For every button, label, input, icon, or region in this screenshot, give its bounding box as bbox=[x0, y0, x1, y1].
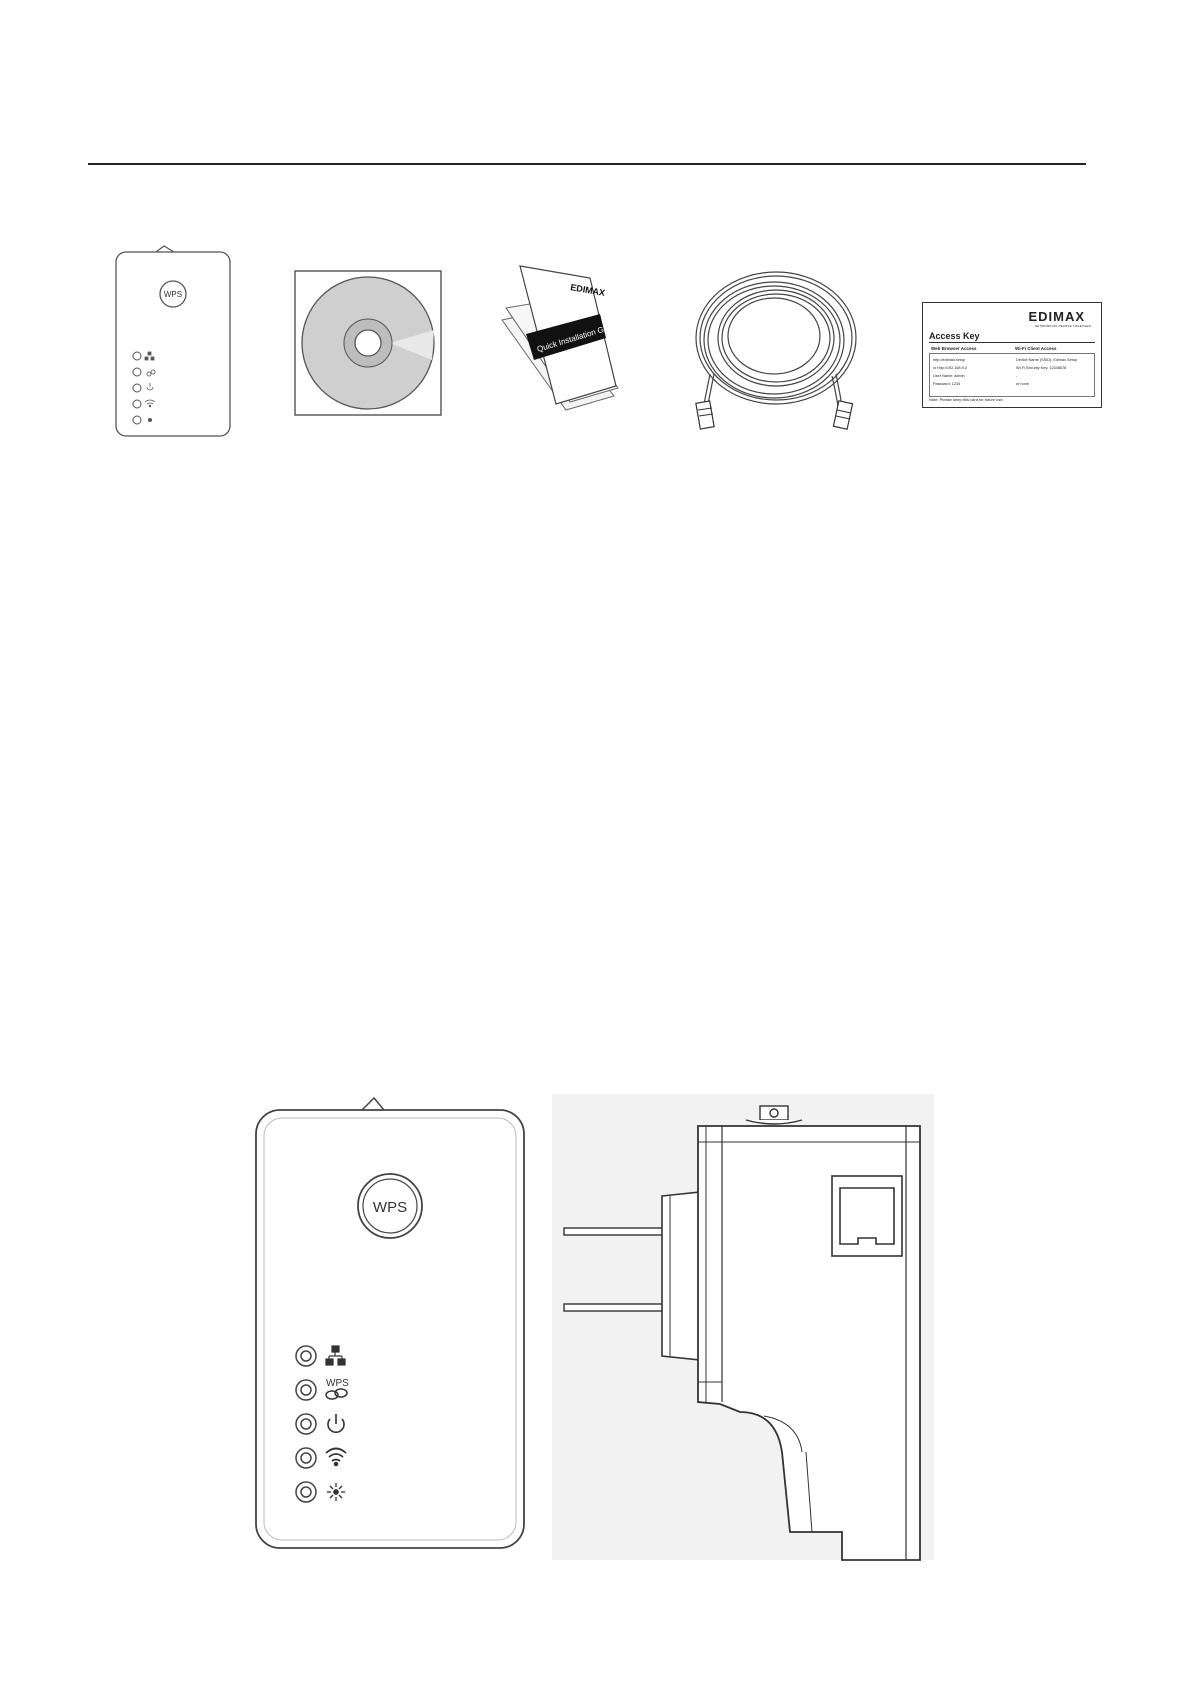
access-key-card: EDIMAX NETWORKING PEOPLE TOGETHER Access… bbox=[922, 302, 1102, 408]
wps-button-icon bbox=[159, 280, 187, 308]
extender-side-view bbox=[552, 1094, 934, 1561]
quick-guide-illustration: EDIMAX Quick Installation Guide bbox=[501, 265, 620, 411]
extender-front-thumbnail: WPS bbox=[115, 245, 231, 437]
card-title: Access Key bbox=[929, 331, 980, 341]
wps-button: WPS bbox=[357, 1173, 423, 1239]
wifi-icon bbox=[325, 1447, 347, 1467]
card-col-left-header: Web Browser Access bbox=[931, 346, 977, 351]
led-wifi bbox=[295, 1447, 317, 1469]
wps-button-label: WPS bbox=[373, 1199, 407, 1216]
ethernet-port-icon bbox=[831, 1175, 903, 1257]
card-tagline: NETWORKING PEOPLE TOGETHER bbox=[1034, 324, 1091, 328]
cd-illustration bbox=[294, 270, 442, 416]
signal-strength-icon bbox=[327, 1483, 345, 1501]
led-wps bbox=[295, 1379, 317, 1401]
svg-text:WPS: WPS bbox=[164, 290, 182, 299]
ethernet-cable-illustration bbox=[695, 271, 857, 430]
card-info-box: http://edimax.setup or http://192.168.9.… bbox=[929, 353, 1095, 397]
card-brand-logo: EDIMAX bbox=[1028, 309, 1085, 324]
card-right-rows: Device Name (SSID): Edimax.Setup Wi-Fi S… bbox=[1016, 356, 1077, 388]
card-col-right-header: Wi-Fi Client Access bbox=[1015, 346, 1057, 351]
led-power bbox=[295, 1413, 317, 1435]
card-note: Note: Please keep this card for future u… bbox=[929, 397, 1004, 402]
card-right-row: - bbox=[1016, 374, 1018, 378]
led-wps-label: WPS bbox=[326, 1378, 349, 1389]
card-left-rows: http://edimax.setup or http://192.168.9.… bbox=[933, 356, 967, 388]
card-right-row: or none bbox=[1016, 382, 1029, 386]
card-right-row: Device Name (SSID): Edimax.Setup bbox=[1016, 358, 1077, 362]
lan-icon bbox=[325, 1345, 346, 1366]
card-title-rule bbox=[929, 342, 1095, 343]
card-left-row: http://edimax.setup bbox=[933, 358, 966, 362]
card-right-row: Wi-Fi Security Key: 12345678 bbox=[1016, 366, 1067, 370]
led-lan bbox=[295, 1345, 317, 1367]
extender-front-view: WPS WPS bbox=[255, 1096, 525, 1549]
section-divider bbox=[88, 163, 1086, 165]
card-left-row: Password: 1234 bbox=[933, 382, 961, 386]
power-icon bbox=[327, 1414, 345, 1434]
card-left-row: or http://192.168.9.2 bbox=[933, 366, 967, 370]
card-left-row: User Name: admin bbox=[933, 374, 965, 378]
led-signal bbox=[295, 1481, 317, 1503]
wps-link-icon: WPS bbox=[325, 1378, 349, 1400]
